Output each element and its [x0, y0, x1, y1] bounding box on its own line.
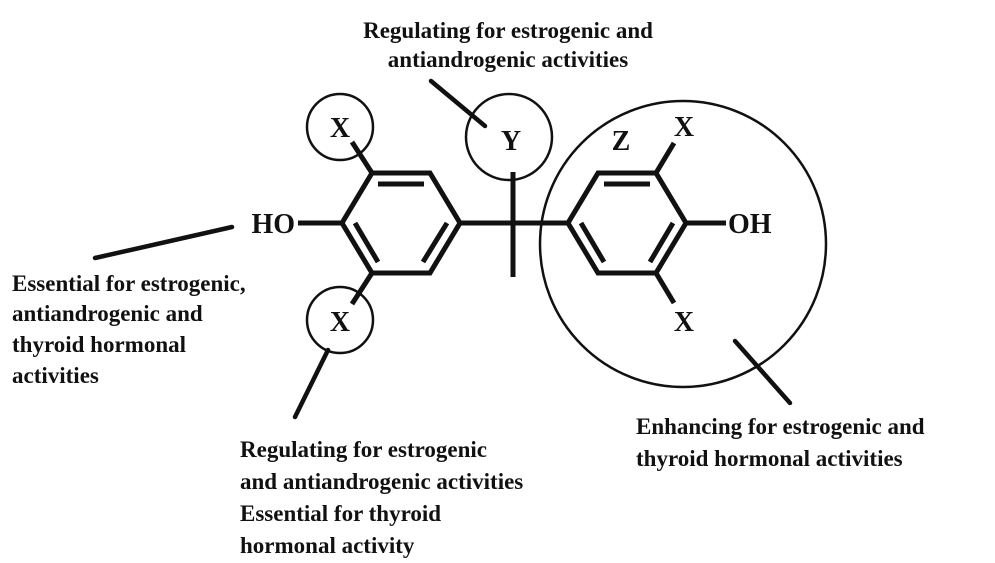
leader-line-bridge: [428, 78, 488, 129]
highlight-circle-y-bridge: [464, 92, 554, 182]
left-ring-double-bond-left: [352, 221, 381, 264]
atom-x-bottom-right: X: [674, 307, 694, 338]
annotation-hydroxyl-line-1: Essential for estrogenic,: [12, 271, 246, 296]
annotation-ortho-line-1: Regulating for estrogenic: [240, 437, 487, 462]
annotation-second-ring-line-2: thyroid hormonal activities: [636, 446, 903, 471]
right-ring-double-bond-right: [647, 221, 676, 264]
annotation-hydroxyl-line-3: thyroid hormonal: [12, 332, 186, 357]
bond-to-x-top-right: [653, 141, 677, 175]
highlight-circle-x-top-left: [305, 92, 375, 162]
annotation-hydroxyl-line-4: activities: [12, 363, 99, 388]
atom-z-right: Z: [612, 126, 631, 157]
atom-x-top-left: X: [330, 113, 350, 144]
annotation-bridge-line-1: Regulating for estrogenic and: [363, 18, 653, 43]
bond-to-x-bottom-left: [349, 271, 375, 306]
annotation-second-ring-line-1: Enhancing for estrogenic and: [636, 414, 925, 439]
annotation-hydroxyl-line-2: antiandrogenic and: [12, 301, 203, 326]
atom-ho-left: HO: [251, 209, 295, 240]
atom-oh-right: OH: [728, 209, 772, 240]
highlight-circle-right-ring: [538, 99, 828, 389]
annotation-bridge-line-2: antiandrogenic activities: [388, 47, 628, 72]
leader-line-second-ring: [732, 338, 793, 406]
annotation-ortho-line-3: Essential for thyroid: [240, 501, 441, 526]
atom-x-top-right: X: [674, 112, 694, 143]
bond-to-x-bottom-right: [653, 271, 677, 305]
left-ring-double-bond-right: [420, 221, 450, 264]
left-benzene-ring: [339, 170, 463, 276]
highlight-circle-x-bottom-left: [305, 285, 375, 355]
atom-x-bottom-left: X: [330, 307, 350, 338]
leader-line-ortho: [292, 347, 331, 420]
annotation-ortho-line-4: hormonal activity: [240, 533, 415, 558]
leader-line-hydroxyl: [92, 224, 235, 261]
annotation-ortho-line-2: and antiandrogenic activities: [240, 469, 523, 494]
right-ring-double-bond-left: [578, 221, 607, 264]
right-benzene-ring: [565, 170, 689, 276]
atom-y-bridge: Y: [501, 126, 521, 157]
bond-to-x-top-left: [349, 140, 375, 175]
